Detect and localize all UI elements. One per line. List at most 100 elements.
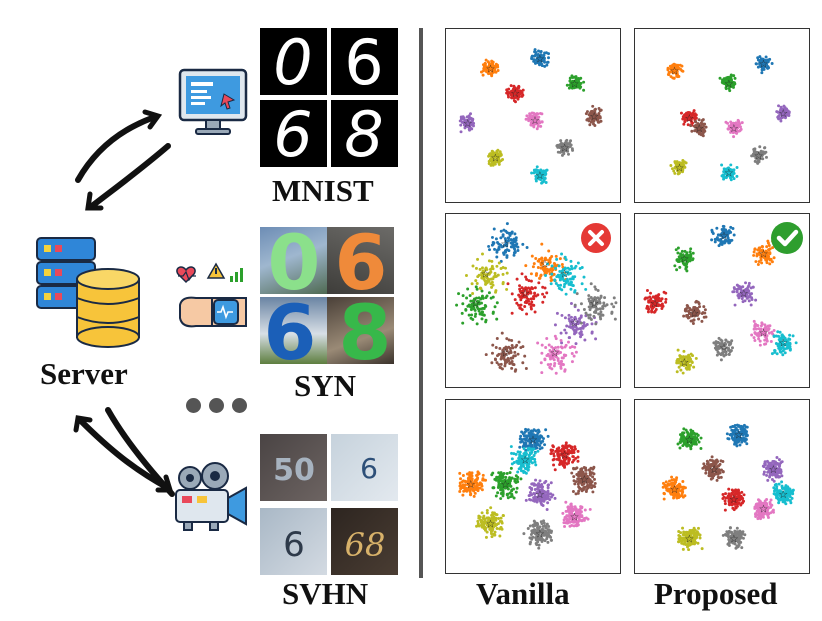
scatter-point (689, 319, 693, 323)
scatter-point (756, 516, 760, 520)
scatter-point (702, 315, 706, 319)
scatter-point (721, 469, 725, 473)
scatter-point (502, 228, 506, 232)
cluster-center-star: ☆ (689, 307, 699, 320)
scatter-point (563, 368, 567, 372)
scatter-point (720, 339, 724, 343)
scatter-point (722, 344, 726, 348)
scatter-point (575, 78, 579, 81)
scatter-point (576, 319, 580, 323)
scatter-point (756, 248, 760, 252)
scatter-point (510, 476, 514, 480)
scatter-point (498, 154, 502, 158)
scatter-point (570, 147, 574, 151)
scatter-point (541, 524, 545, 528)
scatter-point (476, 470, 480, 474)
cluster-center-star: ☆ (589, 297, 599, 310)
scatter-point (514, 236, 518, 240)
scatter-point (570, 283, 574, 287)
scatter-point (512, 99, 516, 103)
scatter-point (524, 444, 528, 448)
scatter-point (720, 174, 724, 178)
scatter-point (531, 482, 535, 486)
scatter-point (747, 295, 751, 299)
scatter-point (474, 279, 478, 283)
scatter-point (557, 264, 561, 268)
cluster-center-star: ☆ (670, 64, 680, 77)
scatter-point (745, 425, 749, 429)
scatter-point (764, 258, 768, 262)
scatter-point (760, 245, 764, 249)
scatter-point (558, 463, 562, 467)
scatter-point (734, 488, 738, 492)
cluster-center-star: ☆ (694, 122, 704, 135)
scatter-point (579, 327, 583, 331)
scatter-point (598, 109, 602, 113)
mnist-sample-1: 0 (260, 28, 327, 95)
scatter-point (543, 443, 547, 447)
scatter-point (700, 319, 704, 323)
scatter-point (476, 275, 480, 279)
scatter-point (779, 116, 783, 120)
scatter-point (475, 300, 479, 303)
scatter-point (490, 266, 494, 270)
scatter-point (568, 141, 572, 145)
scatter-point (471, 291, 475, 295)
scatter-point (691, 436, 695, 440)
scatter-point (483, 521, 487, 525)
scatter-point (562, 152, 566, 156)
scatter-point (702, 305, 706, 309)
scatter-point (575, 512, 579, 516)
scatter-point (681, 495, 685, 499)
tsne-panel-vanilla-syn: ☆☆☆☆☆☆☆☆☆☆ (445, 213, 621, 388)
cluster-center-star: ☆ (778, 107, 788, 120)
scatter-point (584, 516, 588, 520)
scatter-point (781, 346, 785, 350)
scatter-point (529, 444, 533, 448)
scatter-point (538, 276, 542, 280)
scatter-point (519, 455, 523, 459)
scatter-point (546, 60, 550, 64)
scatter-point (477, 524, 481, 528)
scatter-point (527, 456, 531, 460)
scatter-point (676, 251, 680, 255)
scatter-point (782, 104, 786, 108)
scatter-point (512, 496, 516, 500)
scatter-point (547, 528, 551, 532)
scatter-point (535, 538, 539, 542)
scatter-point (489, 162, 493, 166)
scatter-point (733, 430, 737, 434)
scatter-point (576, 308, 580, 312)
scatter-point (730, 434, 734, 438)
scatter-point (672, 62, 676, 66)
scatter-point (591, 297, 595, 301)
scatter-point (664, 300, 668, 304)
scatter-point (579, 505, 583, 509)
scatter-point (496, 155, 500, 159)
scatter-point (505, 337, 509, 341)
scatter-point (509, 349, 513, 353)
scatter-point (678, 63, 682, 67)
scatter-point (775, 352, 779, 356)
scatter-point (488, 152, 492, 156)
scatter-point (688, 306, 692, 310)
scatter-point (737, 492, 741, 496)
scatter-point (562, 521, 566, 525)
scatter-point (528, 451, 532, 455)
scatter-point (515, 277, 519, 281)
scatter-point (507, 478, 511, 482)
scatter-point (487, 244, 491, 248)
scatter-point (587, 299, 591, 303)
scatter-point (584, 287, 588, 291)
scatter-point (545, 522, 549, 526)
scatter-point (721, 352, 725, 356)
scatter-point (686, 111, 690, 115)
scatter-point (730, 502, 734, 506)
scatter-point (596, 307, 600, 311)
scatter-point (567, 448, 571, 452)
scatter-point (466, 304, 470, 308)
scatter-point (559, 331, 563, 335)
scatter-point (495, 250, 499, 254)
scatter-point (715, 345, 719, 349)
scatter-point (769, 498, 773, 502)
